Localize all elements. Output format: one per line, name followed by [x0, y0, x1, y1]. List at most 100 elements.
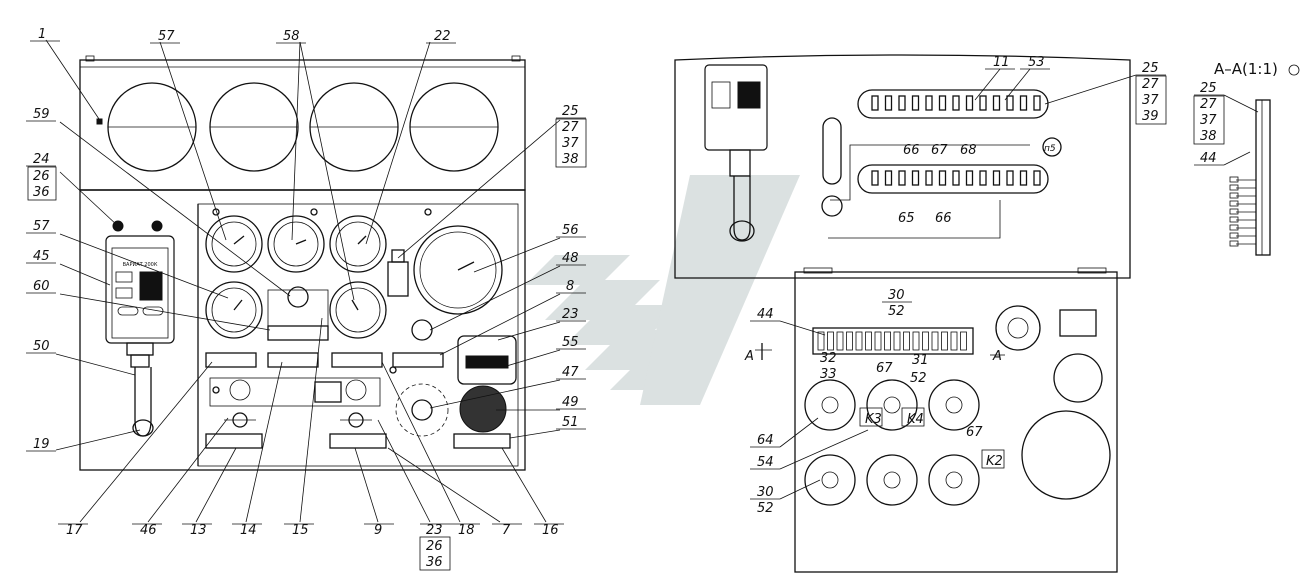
- label-plates-row-2: [205, 433, 511, 449]
- relay-contact: [903, 331, 910, 351]
- callout-r66b: 66: [935, 211, 952, 226]
- callout-r54: 54: [757, 455, 774, 470]
- socket-outer: [804, 379, 856, 431]
- callout-24: 24: [33, 152, 50, 167]
- section-pin-end: [1229, 216, 1239, 223]
- socket-inner: [821, 396, 839, 414]
- terminal-post: [965, 170, 974, 186]
- relay-contact: [884, 331, 891, 351]
- callout-36b: 36: [426, 555, 443, 570]
- terminal-post: [1033, 95, 1041, 111]
- left-panel: ВАРИАТ 200К: [79, 55, 526, 471]
- relay-contact: [922, 331, 929, 351]
- callout-25a: 25: [562, 104, 579, 119]
- terminal-post: [898, 95, 906, 111]
- section-view: [1229, 99, 1271, 256]
- callout-rA1: A: [744, 349, 754, 364]
- callout-18: 18: [458, 523, 475, 538]
- fuse-sockets: [804, 379, 980, 506]
- terminal-post: [1019, 170, 1028, 186]
- callout-r27: 27: [1142, 77, 1159, 92]
- relay-contact: [960, 331, 967, 351]
- terminal-post: [979, 95, 987, 111]
- section-pin-end: [1229, 184, 1239, 191]
- hour-meter: [457, 335, 517, 385]
- callout-59: 59: [33, 107, 50, 122]
- callout-57b: 57: [33, 219, 50, 234]
- socket-inner: [945, 396, 963, 414]
- switch-block: [209, 377, 381, 407]
- relay-contact: [941, 331, 948, 351]
- socket-outer: [866, 454, 918, 506]
- callout-56: 56: [562, 223, 579, 238]
- device-label: ВАРИАТ 200К: [123, 262, 158, 268]
- callout-57a: 57: [158, 29, 175, 44]
- terminal-post: [1006, 170, 1014, 186]
- terminal-post: [1033, 170, 1041, 186]
- section-pin-end: [1229, 240, 1239, 247]
- terminal-posts-lower: [871, 170, 1041, 186]
- callout-37a: 37: [562, 136, 579, 151]
- terminal-post: [925, 95, 933, 111]
- terminal-post: [938, 170, 947, 186]
- callout-38a: 38: [562, 152, 579, 167]
- callout-r68: 68: [960, 143, 977, 158]
- callouts-left: 1 57 58 22 59 24 26 36 57 45 60 50 19 25…: [26, 27, 587, 571]
- relay-contact: [912, 331, 920, 351]
- callout-19: 19: [33, 437, 50, 452]
- terminal-post: [938, 95, 947, 111]
- toggle-switch-2: [340, 412, 372, 428]
- relay-contact: [950, 331, 958, 351]
- callout-22: 22: [434, 29, 451, 44]
- callout-51: 51: [562, 415, 579, 430]
- callout-49: 49: [562, 395, 579, 410]
- terminal-post: [952, 170, 960, 186]
- watermark-logo: [525, 175, 800, 405]
- section-pin-end: [1229, 208, 1239, 215]
- label-plates-row-1: [205, 352, 444, 368]
- callout-7: 7: [502, 523, 511, 538]
- callout-46: 46: [140, 523, 157, 538]
- terminal-post: [871, 95, 879, 111]
- callout-8: 8: [566, 279, 574, 294]
- callout-r52c: 52: [757, 501, 774, 516]
- indicator-lamp: [411, 319, 433, 341]
- connector-block: [267, 286, 329, 341]
- callout-16: 16: [542, 523, 559, 538]
- callout-47: 47: [562, 365, 579, 380]
- socket-inner: [883, 396, 901, 414]
- section-pin-end: [1229, 176, 1239, 183]
- callout-23b: 23: [426, 523, 443, 538]
- socket-outer: [928, 379, 980, 431]
- callout-36a: 36: [33, 185, 50, 200]
- callout-r67b: 67: [876, 361, 893, 376]
- section-37: 37: [1200, 113, 1217, 128]
- callout-rK4: K4: [907, 412, 924, 427]
- relay-contact: [817, 331, 825, 351]
- gauge-3: [329, 215, 387, 273]
- section-pin-end: [1229, 192, 1239, 199]
- terminal-post: [979, 170, 987, 186]
- right-top-box: [674, 54, 1131, 279]
- relay-contact: [865, 331, 872, 351]
- terminal-post: [871, 170, 879, 186]
- callout-r53: 53: [1028, 55, 1045, 70]
- relay-contact: [827, 331, 834, 351]
- section-pins: [1229, 176, 1256, 247]
- section-labels: А–А(1:1) 25 27 37 38 44: [1193, 60, 1300, 166]
- callout-r30b: 30: [757, 485, 774, 500]
- gauge-5: [329, 281, 387, 339]
- relay-contact: [893, 331, 901, 351]
- gauge-1: [205, 215, 263, 273]
- terminal-post: [965, 95, 974, 111]
- callout-r66a: 66: [903, 143, 920, 158]
- callout-r52b: 52: [910, 371, 927, 386]
- terminal-post: [1006, 95, 1014, 111]
- callout-r67c: 67: [966, 425, 983, 440]
- relay-contact: [855, 331, 863, 351]
- callout-r33: 33: [820, 367, 837, 382]
- gauge-4: [205, 281, 263, 339]
- relay-small: [387, 249, 409, 297]
- callout-23a: 23: [562, 307, 579, 322]
- terminal-post: [884, 170, 893, 186]
